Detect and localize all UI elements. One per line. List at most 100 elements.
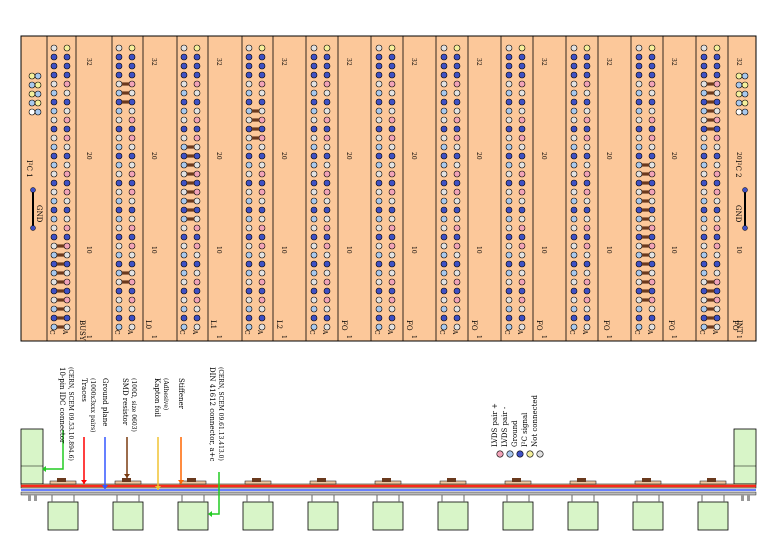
pin [375, 116, 383, 124]
smd-resistor [57, 244, 64, 248]
pin [570, 188, 578, 196]
pin [115, 206, 123, 214]
pin [375, 125, 383, 133]
pin [245, 134, 253, 142]
pin [453, 269, 461, 277]
pin [258, 89, 266, 97]
pin [258, 314, 266, 322]
pin [63, 98, 71, 106]
pin [63, 179, 71, 187]
i2c-pin [735, 99, 743, 107]
pin [453, 98, 461, 106]
pin [440, 197, 448, 205]
pin [713, 278, 721, 286]
pin [50, 296, 58, 304]
pin [518, 62, 526, 70]
column-c-label: C [48, 330, 55, 335]
pin [258, 179, 266, 187]
pin-number-label: 20 [150, 152, 157, 160]
stiffener-arrow-head [178, 480, 184, 484]
pin [570, 143, 578, 151]
column-a-label: A [386, 329, 393, 335]
pin [440, 170, 448, 178]
pin [193, 287, 201, 295]
pin [180, 44, 188, 52]
pin [700, 314, 708, 322]
pin [63, 71, 71, 79]
pin [180, 152, 188, 160]
pin [440, 107, 448, 115]
pin [180, 62, 188, 70]
smd-resistor [57, 271, 64, 275]
smd-resistor-side [317, 478, 326, 482]
pin [583, 206, 591, 214]
kapton-arrow-head [155, 486, 161, 490]
pin [648, 206, 656, 214]
pin [453, 53, 461, 61]
smd-resistor [187, 190, 194, 194]
smd-resistor [707, 325, 714, 329]
pin [440, 71, 448, 79]
i2c-connector-1 [28, 72, 42, 231]
pin [63, 278, 71, 286]
smd-resistor [57, 316, 64, 320]
pin [180, 314, 188, 322]
pin [700, 260, 708, 268]
pin [323, 233, 331, 241]
smd-resistor-side [382, 478, 391, 482]
pin [388, 287, 396, 295]
smd-resistors [57, 82, 714, 329]
smd-arrow-head [124, 474, 130, 478]
pin [323, 116, 331, 124]
pin [518, 323, 526, 331]
pin [180, 215, 188, 223]
pin [180, 98, 188, 106]
pin [583, 170, 591, 178]
pin [648, 143, 656, 151]
pin [245, 197, 253, 205]
pin [583, 98, 591, 106]
pin [583, 305, 591, 313]
pin [440, 143, 448, 151]
pin [648, 116, 656, 124]
pin [258, 287, 266, 295]
pin [505, 116, 513, 124]
pin-number-label: 10 [670, 246, 677, 254]
pin [453, 197, 461, 205]
pin [713, 44, 721, 52]
din-connector [697, 501, 729, 531]
pin [505, 71, 513, 79]
pin-number-label: 32 [345, 58, 352, 66]
pin [310, 197, 318, 205]
pin [115, 125, 123, 133]
din-arrow [212, 472, 220, 515]
pin [700, 89, 708, 97]
pin [323, 251, 331, 259]
pin-number-label: 10 [345, 246, 352, 254]
pin [648, 161, 656, 169]
pin [648, 152, 656, 160]
pin [180, 170, 188, 178]
pin [310, 125, 318, 133]
smd-resistor [642, 199, 649, 203]
smd-resistor-side [252, 478, 261, 482]
pin [388, 179, 396, 187]
pin-number-label: 1 [85, 335, 92, 339]
channel-label: FO [731, 320, 739, 331]
pin [310, 296, 318, 304]
pin [713, 242, 721, 250]
pin [115, 323, 123, 331]
pin [518, 44, 526, 52]
smd-resistor [252, 127, 259, 131]
pin [375, 206, 383, 214]
pin [50, 197, 58, 205]
pin [258, 125, 266, 133]
pin [700, 125, 708, 133]
pin [570, 287, 578, 295]
pin [505, 323, 513, 331]
idc-pin [28, 495, 31, 501]
pin [323, 80, 331, 88]
pin [635, 134, 643, 142]
pin-number-label: 1 [280, 335, 287, 339]
pin [258, 224, 266, 232]
